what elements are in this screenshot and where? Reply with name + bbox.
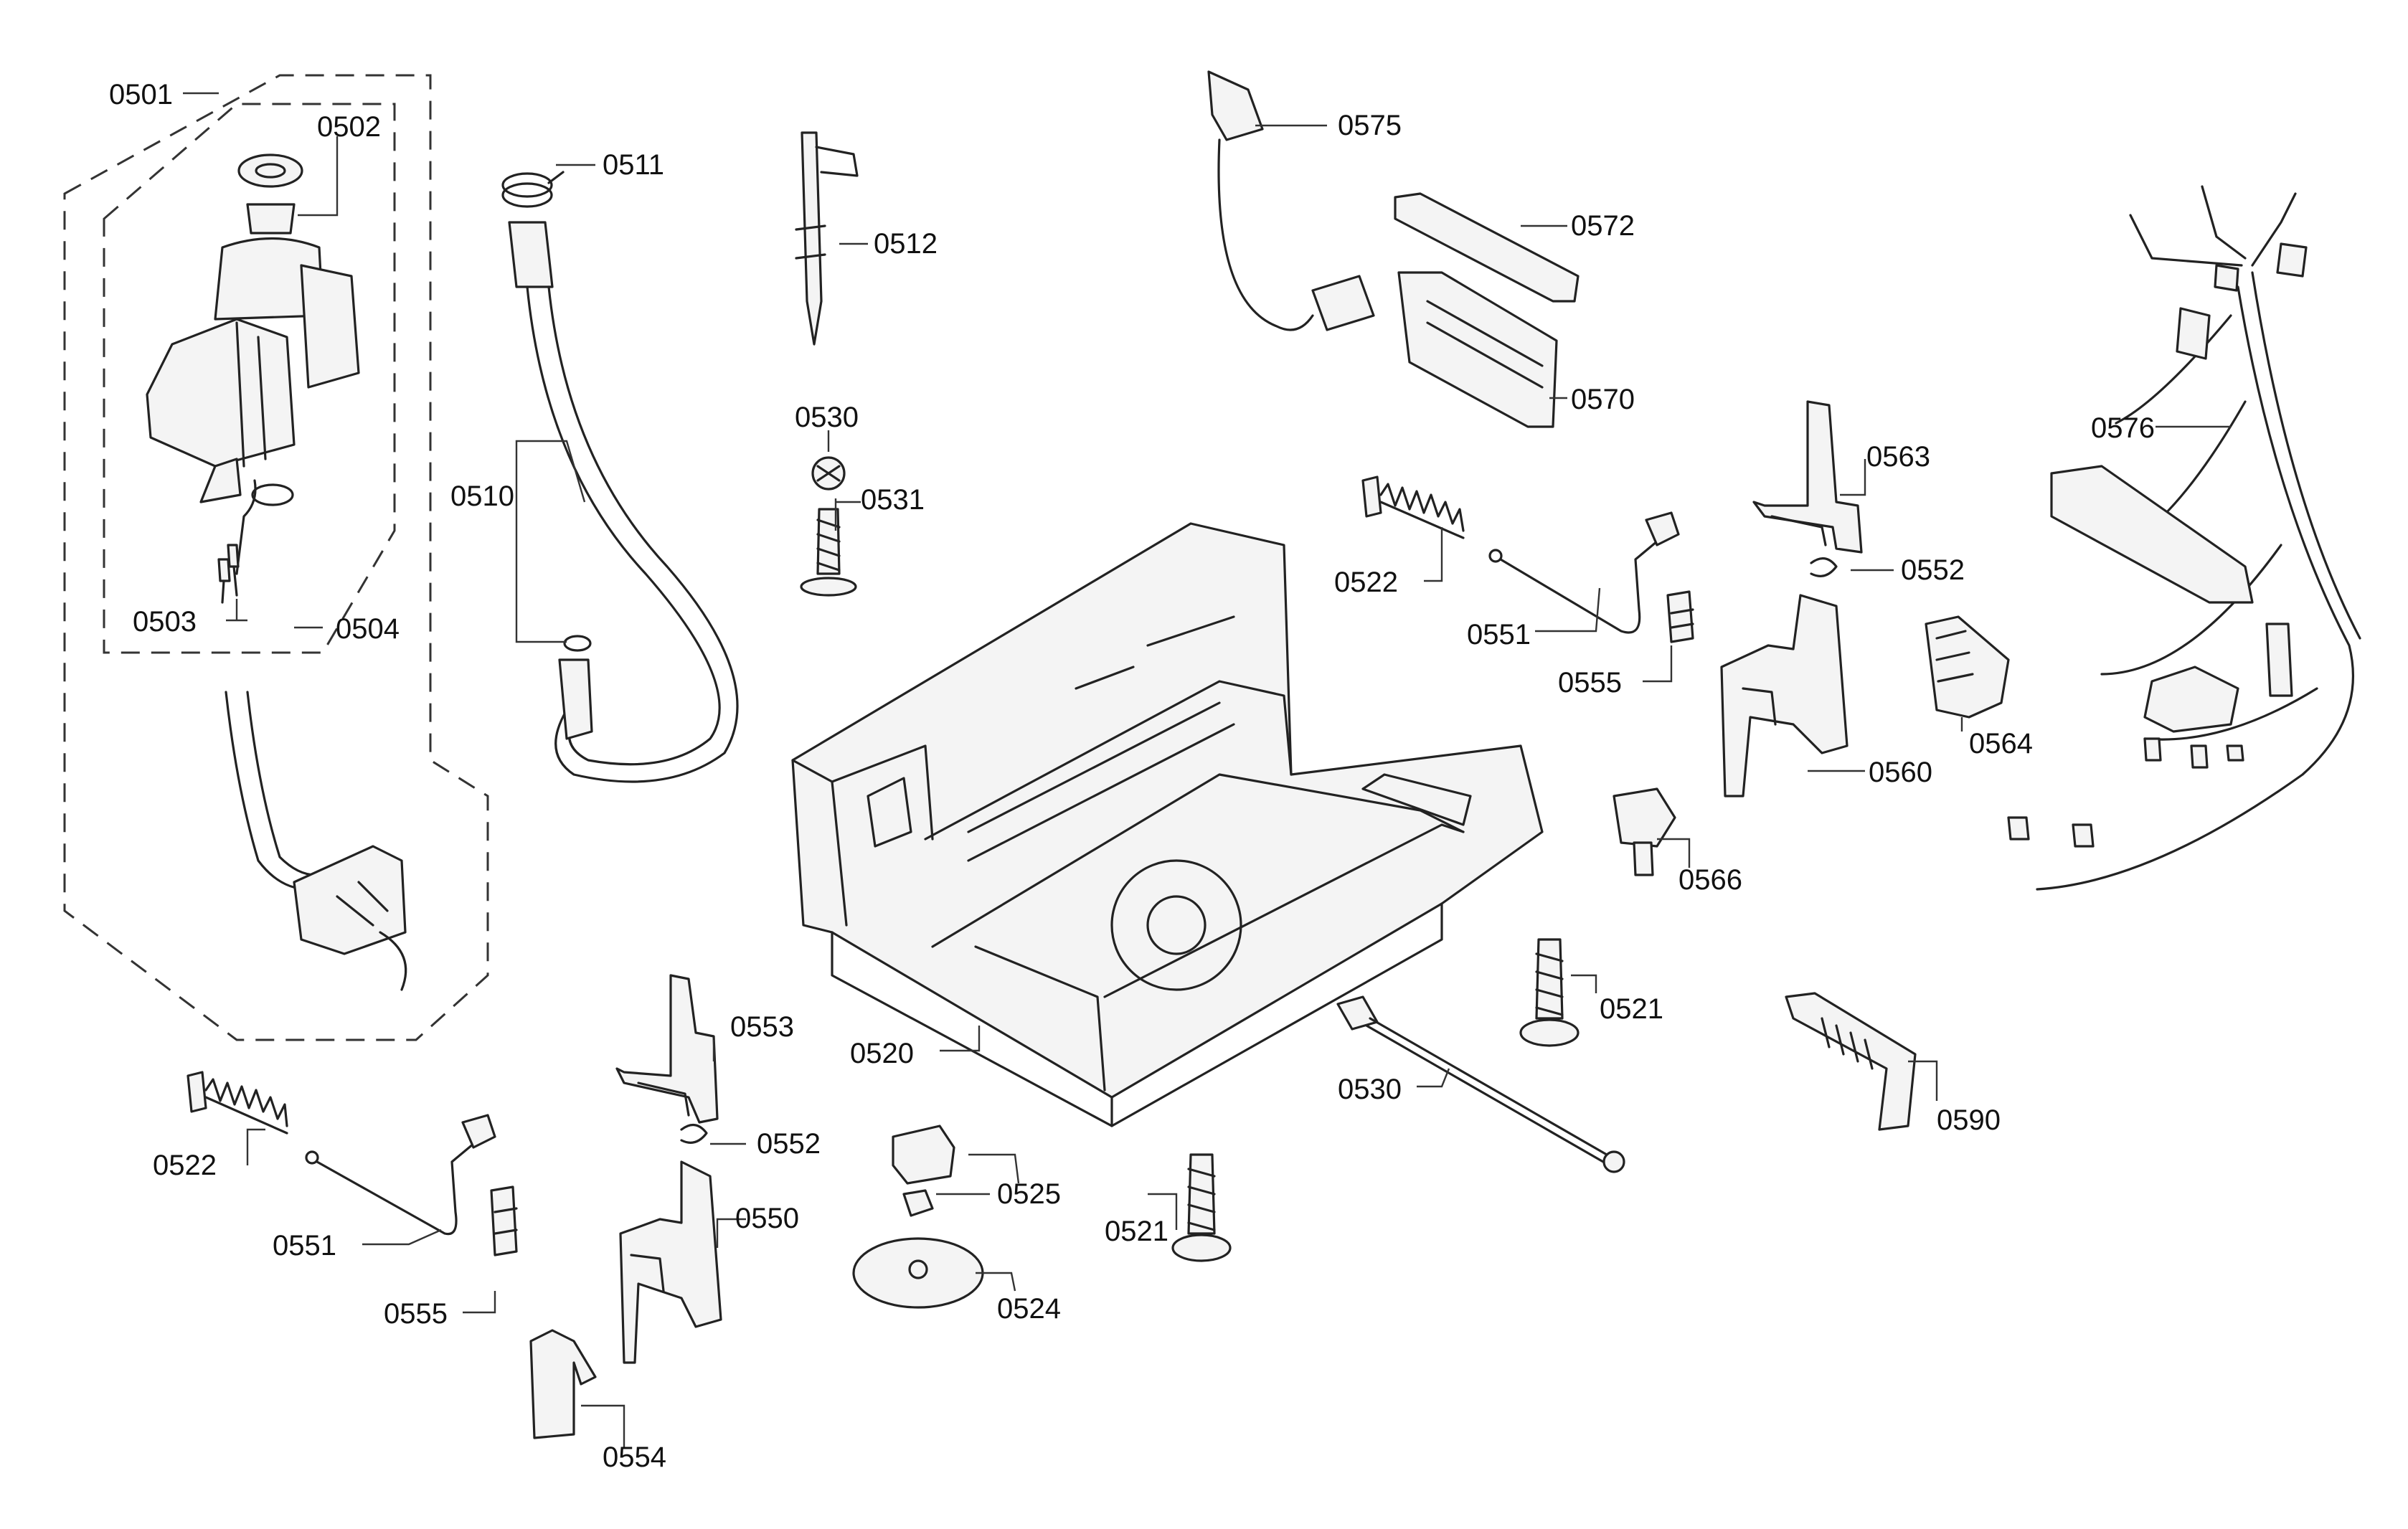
hinge-bracket-0553 xyxy=(615,974,719,1124)
label-0551-right: 0551 xyxy=(1467,619,1531,650)
support-strut-0512 xyxy=(795,131,859,346)
connector-0555-left xyxy=(490,1185,518,1256)
label-0531: 0531 xyxy=(861,484,925,516)
clip-0552-left xyxy=(680,1124,708,1144)
foot-screw-0531 xyxy=(800,456,857,597)
label-0524: 0524 xyxy=(997,1293,1061,1325)
label-0510: 0510 xyxy=(450,481,514,512)
label-0512: 0512 xyxy=(874,228,938,260)
spring-0522-left xyxy=(186,1071,288,1135)
label-0555-right: 0555 xyxy=(1558,667,1622,699)
power-cable-0575 xyxy=(1207,70,1375,331)
rod-0530 xyxy=(1336,995,1625,1173)
cable-0551-right xyxy=(1488,511,1680,634)
label-0560: 0560 xyxy=(1869,757,1932,788)
clip-0552-right xyxy=(1810,557,1838,577)
label-0553: 0553 xyxy=(730,1011,794,1043)
assembly-0504-boundary xyxy=(103,103,396,654)
label-0522-left: 0522 xyxy=(153,1150,217,1181)
label-0552-left: 0552 xyxy=(757,1128,821,1160)
control-module-0570 xyxy=(1394,192,1580,428)
label-0502: 0502 xyxy=(317,111,381,143)
label-0551-left: 0551 xyxy=(273,1230,336,1261)
disc-0524 xyxy=(852,1237,984,1309)
label-0555-left: 0555 xyxy=(384,1298,448,1330)
label-0563: 0563 xyxy=(1866,441,1930,473)
label-0550: 0550 xyxy=(735,1203,799,1234)
label-0575: 0575 xyxy=(1338,110,1402,141)
sensor-0566 xyxy=(1613,787,1676,876)
label-0503: 0503 xyxy=(133,606,197,638)
label-0590: 0590 xyxy=(1937,1104,2001,1136)
spring-0522-right xyxy=(1361,475,1465,539)
hose-clamp-0511 xyxy=(501,171,565,208)
label-0521-right: 0521 xyxy=(1600,993,1663,1025)
screw-0521-left xyxy=(1171,1153,1232,1262)
connector-0555-right xyxy=(1666,590,1694,643)
inlet-hose-0504 xyxy=(225,691,407,991)
label-0566: 0566 xyxy=(1678,864,1742,896)
label-0530-bottom: 0530 xyxy=(1338,1074,1402,1105)
label-0521-left: 0521 xyxy=(1105,1216,1168,1247)
hinge-plate-0550 xyxy=(619,1160,722,1364)
connector-block-0564 xyxy=(1925,615,2010,719)
screw-0521-right xyxy=(1519,938,1580,1047)
latch-0590 xyxy=(1785,992,1917,1131)
drain-hose-0510 xyxy=(508,221,739,783)
base-frame-0520 xyxy=(791,522,1544,1127)
assembly-0501-boundary xyxy=(63,74,489,1041)
label-0570: 0570 xyxy=(1571,384,1635,415)
hinge-plate-0560 xyxy=(1720,594,1849,797)
part-labels: 0501 0502 0503 0504 0510 0511 0512 0530 … xyxy=(109,79,2155,1473)
hinge-bracket-0563 xyxy=(1752,400,1863,554)
label-0511: 0511 xyxy=(603,149,664,181)
switch-0525 xyxy=(892,1125,955,1217)
label-0501: 0501 xyxy=(109,79,173,110)
label-0530-top: 0530 xyxy=(795,402,859,433)
wiring-harness-0576 xyxy=(2007,185,2361,891)
leader-lines xyxy=(183,92,2231,1449)
label-0576: 0576 xyxy=(2091,412,2155,444)
inlet-valve-assembly xyxy=(146,153,360,604)
label-0522-right: 0522 xyxy=(1334,567,1398,598)
label-0572: 0572 xyxy=(1571,210,1635,242)
label-0552-right: 0552 xyxy=(1901,554,1965,586)
bracket-0554 xyxy=(529,1329,597,1439)
label-0525: 0525 xyxy=(997,1178,1061,1210)
label-0554: 0554 xyxy=(603,1442,666,1473)
label-0520: 0520 xyxy=(850,1038,914,1069)
cable-0551-left xyxy=(305,1114,496,1236)
label-0504: 0504 xyxy=(336,613,400,645)
label-0564: 0564 xyxy=(1969,728,2033,759)
